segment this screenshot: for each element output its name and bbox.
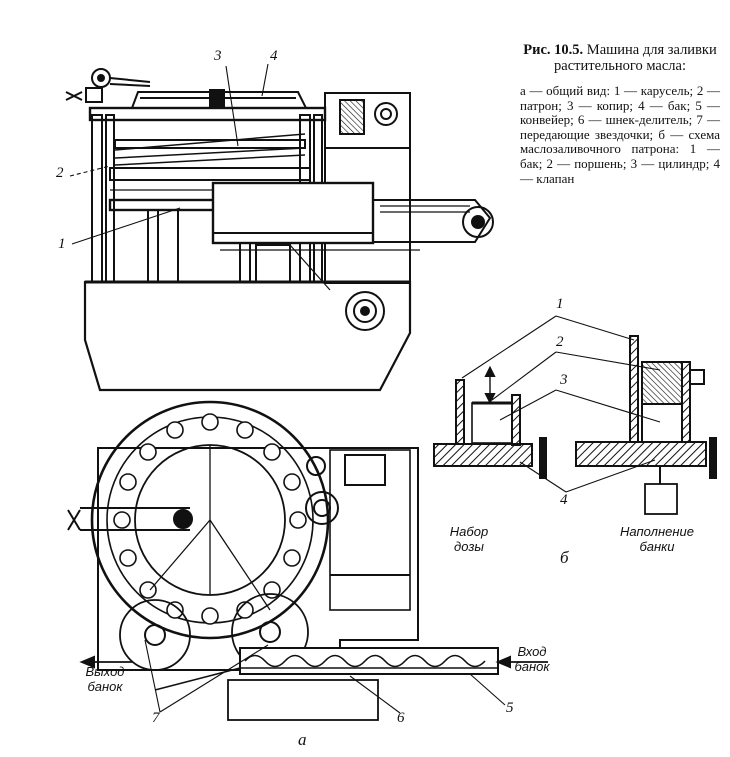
callout-1: 1 <box>58 236 66 252</box>
caption-title: Рис. 10.5. Машина для заливки растительн… <box>520 42 720 74</box>
callout-6: 6 <box>397 710 405 726</box>
dose-set-label: Набор дозы <box>449 524 489 554</box>
view-b-left <box>433 365 547 479</box>
caption-title-text: Машина для заливки растительного масла: <box>554 42 717 74</box>
elevation-view <box>65 68 494 392</box>
callout-b-3: 3 <box>560 372 568 388</box>
caption-fig-number: Рис. 10.5. <box>523 42 584 58</box>
caption-legend: а — общий вид: 1 — карусель; 2 — патрон;… <box>520 83 720 186</box>
view-b-letter: б <box>560 548 569 567</box>
plan-leaders <box>144 639 506 714</box>
callout-b-2: 2 <box>556 334 564 350</box>
callout-2: 2 <box>56 165 64 181</box>
elevation-leaders <box>69 63 269 245</box>
callout-4: 4 <box>270 48 278 64</box>
view-a-letter: а <box>298 730 307 749</box>
jar-fill-label: Наполнение банки <box>620 524 694 554</box>
view-b-right <box>575 335 717 515</box>
entry-label: Вход банок <box>514 644 550 674</box>
callout-3: 3 <box>214 48 222 64</box>
plan-view <box>67 400 548 721</box>
figure-caption: Рис. 10.5. Машина для заливки растительн… <box>520 42 720 186</box>
callout-7: 7 <box>152 710 160 726</box>
callout-b-4: 4 <box>560 492 568 508</box>
callout-5: 5 <box>506 700 514 716</box>
exit-label: Выход банок <box>85 664 125 694</box>
view-b-leaders <box>461 315 661 493</box>
callout-b-1: 1 <box>556 296 564 312</box>
